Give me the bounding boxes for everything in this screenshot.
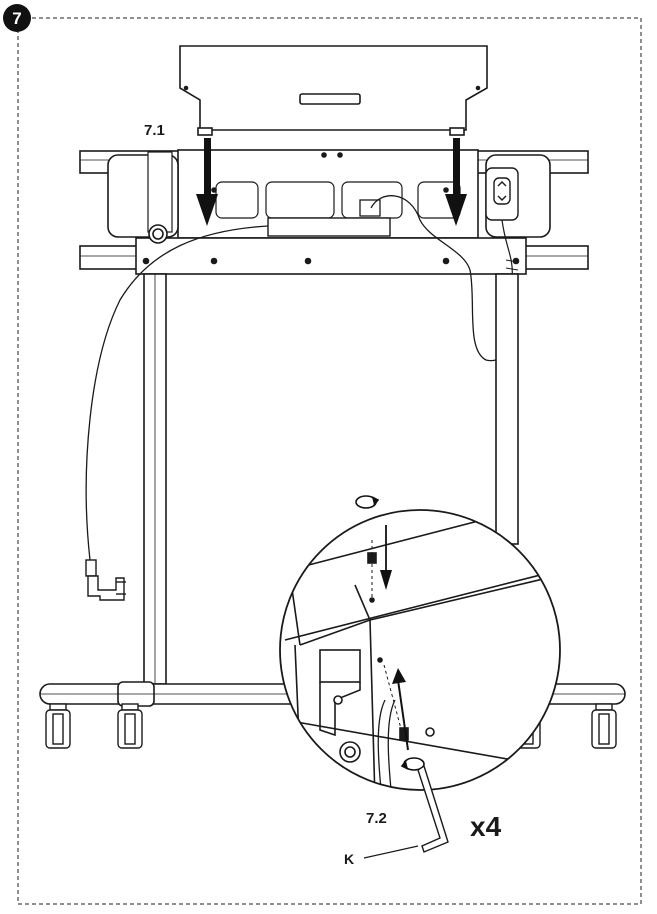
hand-controller-icon — [485, 167, 519, 331]
tool-leader-line — [363, 845, 419, 859]
power-plug-icon — [85, 559, 126, 601]
down-arrow-icon — [196, 138, 467, 226]
sub-step-1-label: 7.1 — [144, 122, 165, 139]
step-badge: 7 — [3, 4, 31, 32]
frame-legs — [143, 273, 519, 685]
desktop-panel — [179, 45, 488, 136]
casters — [45, 703, 617, 749]
step-frame — [17, 17, 642, 905]
zoom-detail — [279, 509, 561, 791]
step-number: 7 — [12, 9, 21, 28]
rotate-arrow-icon — [355, 495, 425, 771]
tool-label: K — [344, 851, 354, 867]
quantity-label: x4 — [470, 811, 502, 842]
sub-step-2-label: 7.2 — [366, 810, 387, 827]
allen-key-icon — [417, 764, 449, 853]
